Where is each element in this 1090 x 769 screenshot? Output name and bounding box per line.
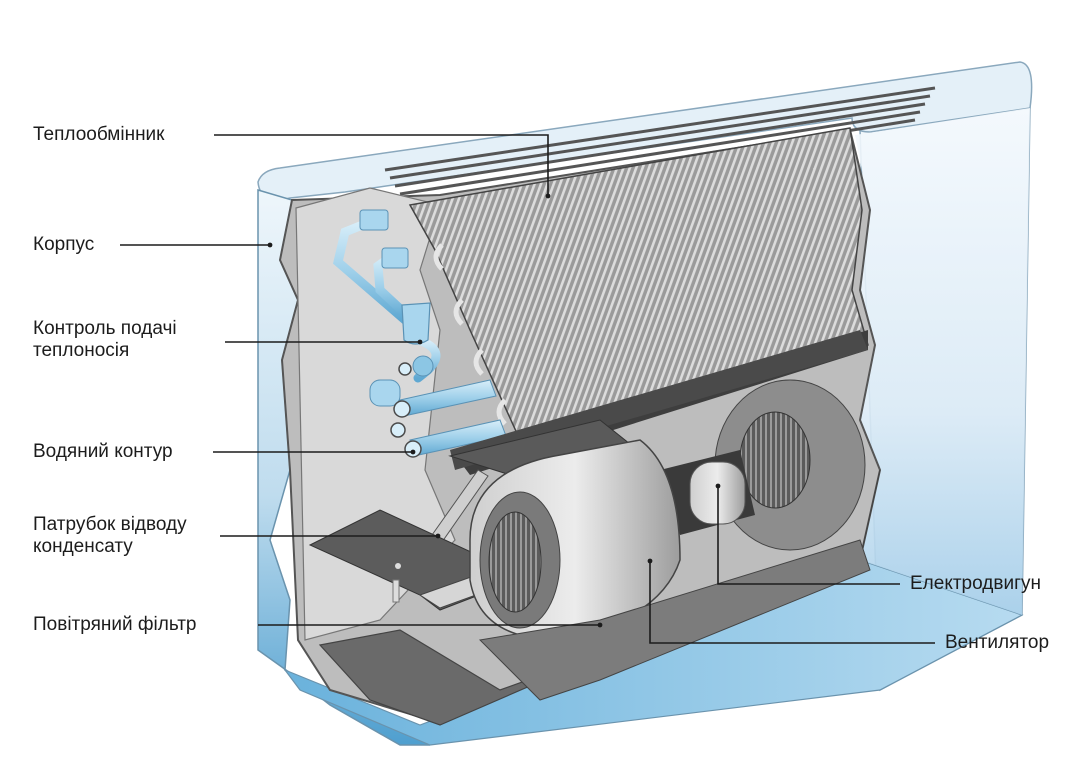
water-pipes	[369, 362, 507, 458]
label-text: Повітряний фільтр	[33, 614, 197, 635]
interior-floor	[318, 469, 881, 726]
casing-front-right	[855, 108, 1030, 615]
label-air-filter: Повітряний фільтр	[33, 614, 197, 636]
label-text: Електродвигун	[910, 573, 1041, 594]
label-water-circuit: Водяний контур	[33, 441, 173, 463]
label-coolant-control: Контроль подачі теплоносія	[33, 318, 177, 362]
air-filter-panel	[478, 539, 871, 701]
label-text: Водяний контур	[33, 441, 173, 462]
pipe-fitting	[381, 247, 409, 269]
label-text: конденсату	[33, 536, 133, 557]
valve-ball	[412, 355, 434, 377]
label-condensate-drain: Патрубок відводу конденсату	[33, 514, 187, 558]
label-text: Контроль подачі	[33, 318, 177, 339]
label-text: Патрубок відводу	[33, 514, 187, 535]
control-valve	[401, 302, 431, 345]
label-text: теплоносія	[33, 340, 130, 361]
label-housing: Корпус	[33, 234, 94, 256]
pipe-fitting	[359, 209, 389, 231]
label-electric-motor: Електродвигун	[910, 573, 1041, 595]
label-text: Теплообмінник	[33, 124, 165, 145]
label-text: Вентилятор	[945, 632, 1050, 653]
leader-heat-exchanger	[214, 134, 549, 196]
leader-dots	[267, 193, 721, 628]
label-text: Корпус	[33, 234, 95, 255]
label-fan: Вентилятор	[945, 632, 1049, 654]
leader-lines	[120, 134, 935, 644]
coil-u-bends	[433, 243, 507, 426]
leader-fan	[649, 561, 935, 644]
pan-drain-stub	[392, 579, 400, 603]
label-heat-exchanger: Теплообмінник	[33, 124, 165, 146]
pan-hole	[395, 563, 401, 569]
fan-left-wheel	[488, 511, 542, 613]
leader-electric-motor	[717, 486, 900, 585]
fan-right-wheel	[739, 411, 811, 509]
